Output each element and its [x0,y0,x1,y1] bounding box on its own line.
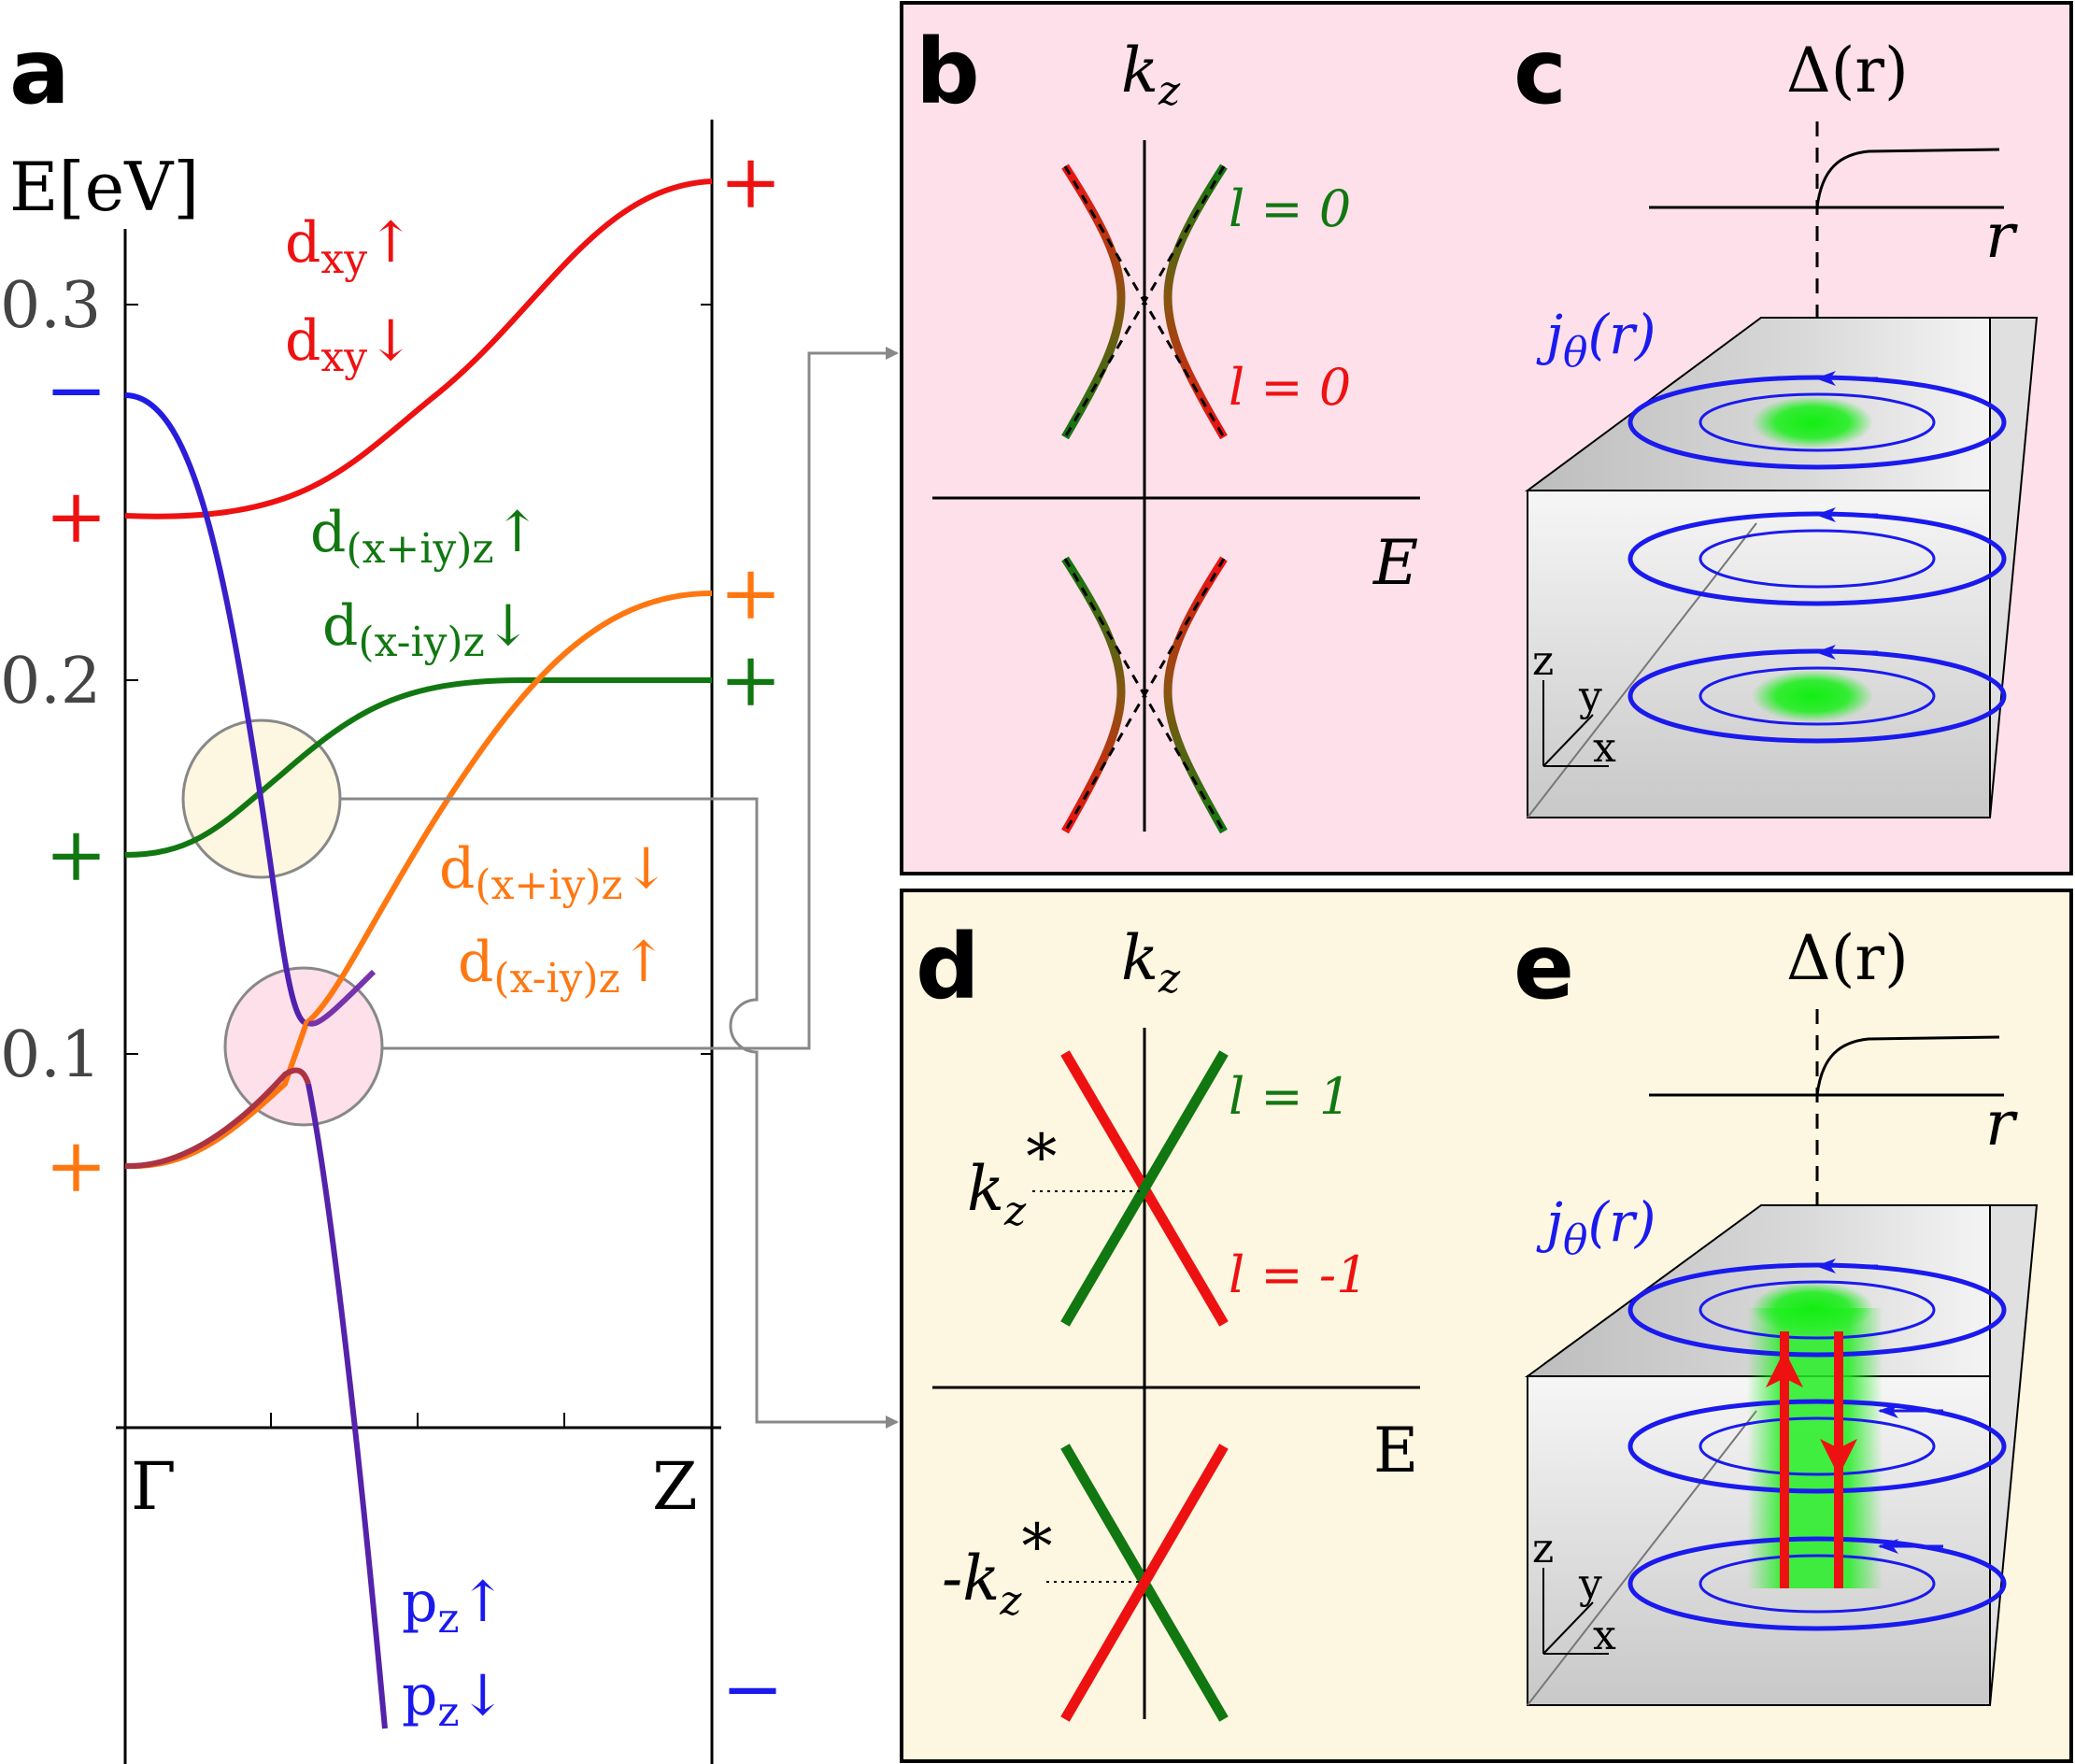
dashed-lower [1063,558,1226,832]
svg-text:d(x+iy)z↑: d(x+iy)z↑ [310,500,541,573]
svg-text:pz↑: pz↑ [402,1570,506,1643]
ytick-0-1: 0.1 [0,1018,101,1092]
connector-upper [340,797,899,1429]
panel-e-green-column [1747,1308,1883,1588]
panel-b-kz-label: kz [1121,35,1181,115]
panel-c-axes-triad [1542,680,1609,767]
parity-z-blue: − [721,1645,784,1732]
kstar-pos-label: kz* [967,1121,1057,1235]
panel-d-letter: d [916,915,980,1019]
panel-e-delta: Δ(r) [1786,922,1909,994]
svg-text:pz↓: pz↓ [402,1663,506,1736]
ytick-0-3: 0.3 [0,269,101,343]
panel-b-l-green: l = 0 [1229,179,1351,238]
panel-d-e-label: E [1373,1415,1418,1487]
panel-e-green-blob-top [1752,1282,1873,1334]
ytick-0-2: 0.2 [0,645,101,718]
panel-c-axis-x: x [1593,724,1616,772]
panel-e-current-loops [1627,1259,2007,1631]
panel-bc: b c kz E l = 0 l = 0 Δ(r) r [900,1,2073,875]
xtick-z: Z [652,1448,698,1525]
panel-e-current-label: jθ(r) [1536,1190,1656,1264]
panel-c-delta-curve [1815,148,2000,208]
panel-e-axis-z: z [1532,1525,1554,1572]
band-purple-lower [306,1083,388,1729]
panel-c-current-label: jθ(r) [1536,303,1656,377]
label-dxpiy-up: d(x+iy)z↑ [310,500,541,573]
panel-c-green-blob-top [1752,396,1873,448]
dashed-upper [1063,165,1226,438]
crossing-lower-red [1060,1444,1229,1722]
panel-d-l-red: l = -1 [1229,1245,1368,1304]
parity-z-red: + [719,138,782,225]
crossing-circle-lower [223,966,384,1127]
svg-text:d(x-iy)z↑: d(x-iy)z↑ [458,930,667,1003]
connector-lower [382,347,899,1050]
svg-text:dxy↓: dxy↓ [285,308,414,381]
panel-d-l-green: l = 1 [1229,1067,1351,1126]
label-pz-up: pz↑ [402,1570,506,1643]
panel-de: d e kz E l = 1 l = -1 kz* -kz* Δ(r) r [900,889,2073,1763]
parity-gamma-green: + [45,811,107,898]
band-green [124,677,712,858]
panel-e-axis-y: y [1578,1560,1602,1608]
panel-a: a E[eV] 0.3 0.2 0.1 Γ Z [0,20,899,1764]
panel-c-r-label: r [1985,200,2018,272]
parity-gamma-orange: + [45,1122,107,1209]
panel-b-e-label: E [1372,527,1418,599]
panel-e-delta-curve [1815,1035,2000,1096]
svg-text:d(x+iy)z↓: d(x+iy)z↓ [439,836,670,909]
label-dxy-up: dxy↑ [285,210,414,283]
panel-a-xticks [270,1413,565,1428]
band-blue-upper [124,392,309,1027]
parity-z-orange: + [719,549,782,636]
label-dxy-down: dxy↓ [285,308,414,381]
crossing-upper-green [1060,1050,1229,1327]
label-dxmiy-up: d(x-iy)z↑ [458,930,667,1003]
panel-a-ylabel: E[eV] [9,148,199,226]
svg-text:d(x-iy)z↓: d(x-iy)z↓ [322,593,532,666]
panel-c-current-loops [1627,371,2007,744]
panel-a-letter: a [9,20,70,124]
xtick-gamma: Γ [131,1448,177,1525]
panel-c-green-blob-bottom [1752,670,1873,722]
panel-e-r-label: r [1985,1088,2018,1159]
panel-b-l-red: l = 0 [1229,358,1351,417]
panel-e-axis-x: x [1593,1612,1616,1659]
label-dxmiy-down: d(x-iy)z↓ [322,593,532,666]
panel-c-axis-z: z [1532,637,1554,685]
panel-e-axes-triad [1542,1568,1609,1655]
kstar-neg-label: -kz* [942,1511,1052,1625]
panel-c-axis-y: y [1578,673,1602,720]
band-dxy [124,178,713,519]
panel-c-delta: Δ(r) [1786,35,1909,107]
band-orange [124,590,713,1170]
parity-z-green: + [719,636,782,723]
label-pz-down: pz↓ [402,1663,506,1736]
panel-c-letter: c [1514,20,1567,124]
label-dxpiy-down: d(x+iy)z↓ [439,836,670,909]
band-orange-low [124,1067,311,1170]
band-purple-dip [306,969,377,1027]
parity-gamma-red: + [45,473,107,560]
panel-e-letter: e [1514,915,1574,1019]
panel-b-letter: b [916,20,980,124]
parity-gamma-blue: − [45,347,107,434]
svg-text:dxy↑: dxy↑ [285,210,414,283]
panel-d-kz-label: kz [1121,922,1181,1003]
